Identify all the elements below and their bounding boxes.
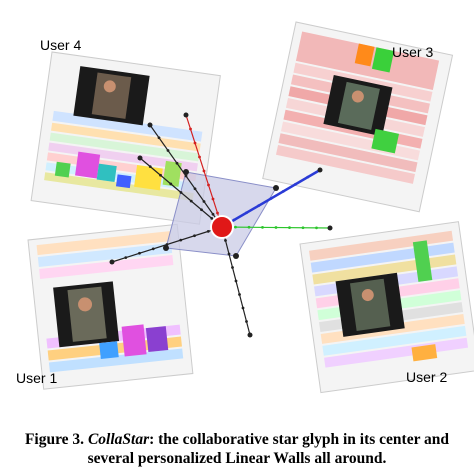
axis-end-dot <box>317 167 323 173</box>
axis-tick <box>138 251 141 255</box>
axis-end-dot <box>247 332 253 338</box>
axis-tick <box>231 266 234 269</box>
axis-tick <box>157 136 161 140</box>
axis-tick <box>257 204 261 208</box>
figure-caption: Figure 3. CollaStar: the collaborative s… <box>6 430 468 468</box>
axis-tick <box>281 189 285 193</box>
user-3-label: User 3 <box>392 44 434 60</box>
axis-tick <box>261 225 264 229</box>
axis-tick <box>159 173 162 177</box>
user-1-label: User 1 <box>16 370 58 386</box>
axis-tick <box>189 199 193 203</box>
axis-tick <box>210 216 214 220</box>
axis-tick <box>241 306 245 310</box>
axis-tick <box>193 141 197 145</box>
axis-tick <box>301 226 305 230</box>
linear-wall-user3 <box>262 21 454 213</box>
axis-tick <box>179 238 183 242</box>
axis-tick <box>148 165 152 169</box>
axis-tick <box>184 174 188 178</box>
linear-wall-user4 <box>30 51 221 225</box>
axis-tick <box>206 229 210 233</box>
user-4-label: User 4 <box>40 37 82 53</box>
figure-number: Figure 3. <box>24 431 85 448</box>
axis-tick <box>294 182 297 186</box>
axis-tick <box>238 293 241 296</box>
user-2-label: User 2 <box>406 369 448 385</box>
star-vertex <box>183 169 189 175</box>
linear-wall-user1 <box>27 223 194 390</box>
system-name: CollaStar <box>87 431 150 448</box>
axis-end-dot <box>327 225 333 231</box>
axis-tick <box>202 200 206 203</box>
axis-tick <box>274 226 278 229</box>
axis-tick <box>200 208 203 212</box>
axis-tick <box>198 155 201 159</box>
axis-tick <box>315 226 318 230</box>
axis-end-dot <box>109 259 115 265</box>
star-vertex <box>273 185 279 191</box>
axis-tick <box>234 225 237 229</box>
axis-tick <box>234 279 238 283</box>
axis-end-dot <box>183 112 189 118</box>
axis-tick <box>193 234 196 238</box>
linear-wall-user2 <box>299 221 474 394</box>
axis-tick <box>179 191 183 194</box>
axis-tick <box>124 256 128 260</box>
axis-tick <box>227 252 231 256</box>
axis-tick <box>151 247 155 251</box>
star-polygon <box>165 171 277 257</box>
star-vertex <box>163 245 169 251</box>
collastar-figure: User 4 User 3 User 1 User 2 <box>16 21 474 394</box>
axis-tick <box>211 197 215 201</box>
axis-tick <box>245 320 248 323</box>
star-center <box>210 215 234 239</box>
figure-canvas <box>27 21 474 394</box>
axis-tick <box>207 183 210 187</box>
caption-text: : the collaborative star glyph in its ce… <box>87 431 450 467</box>
axis-tick <box>269 197 273 200</box>
star-vertex <box>233 253 239 259</box>
axis-tick <box>175 161 179 165</box>
axis-tick <box>247 225 251 229</box>
axis-end-dot <box>137 155 143 161</box>
axis-tick <box>224 239 227 242</box>
axis-tick <box>306 175 310 179</box>
axis-tick <box>166 149 170 152</box>
axis-end-dot <box>147 122 153 128</box>
axis-tick <box>211 212 215 216</box>
axis-tick <box>288 226 291 230</box>
axis-tick <box>216 211 219 215</box>
axis-tick <box>232 218 236 222</box>
collaborative-star-glyph <box>109 112 333 338</box>
axis-tick <box>169 182 173 186</box>
axis-tick <box>189 127 192 131</box>
axis-tick <box>245 211 248 215</box>
axis-tick <box>202 169 206 173</box>
axis-tick <box>193 187 197 191</box>
